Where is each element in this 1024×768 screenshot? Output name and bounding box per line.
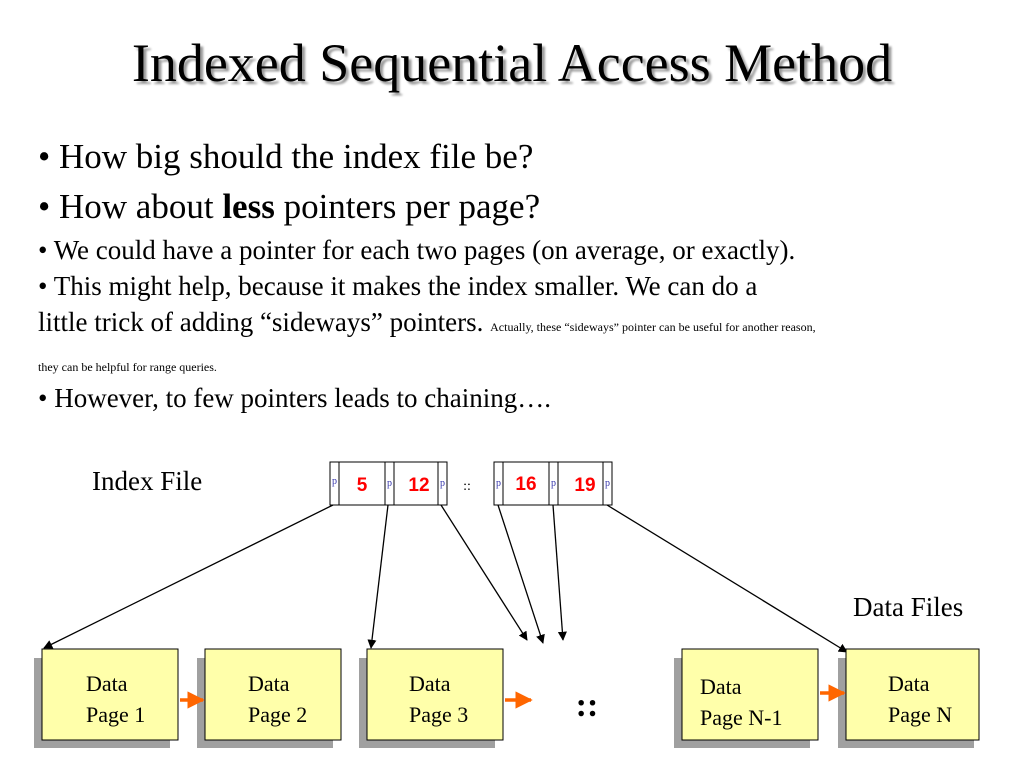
bullet-smaller-index-line2: little trick of adding “sideways” pointe… xyxy=(38,304,1008,340)
data-page-n-minus-1-box xyxy=(681,648,819,741)
key-cell-3 xyxy=(502,461,550,506)
pointer-arrow-gap-3 xyxy=(552,504,567,641)
data-page-2-box xyxy=(204,648,342,741)
bullet-smaller-index-line1: • This might help, because it makes the … xyxy=(38,271,758,301)
data-page-3-box xyxy=(366,648,504,741)
bullet-less-pointers-pre: • How about xyxy=(38,187,223,226)
data-page-n-minus-1-line1: Data xyxy=(700,674,742,699)
pointer-label-6: p xyxy=(605,478,610,489)
index-file-label: Index File xyxy=(92,466,203,496)
bullet-list: • How big should the index file be? • Ho… xyxy=(38,132,1008,340)
pointer-label-5: p xyxy=(551,478,556,489)
index-key-4: 19 xyxy=(574,475,595,496)
index-key-2: 12 xyxy=(408,475,429,496)
index-record-left: p 5 p 12 p xyxy=(329,461,448,506)
bullet-index-size: • How big should the index file be? xyxy=(38,137,534,176)
data-page-2: Data Page 2 xyxy=(197,648,342,748)
index-key-1: 5 xyxy=(357,475,368,496)
data-page-2-line1: Data xyxy=(248,671,290,696)
data-page-3-line2: Page 3 xyxy=(409,702,468,727)
bullet-less-pointers-bold: less xyxy=(222,187,275,226)
data-page-3-line1: Data xyxy=(409,671,451,696)
data-page-1-line2: Page 1 xyxy=(86,702,145,727)
data-files-label: Data Files xyxy=(853,592,964,622)
pointer-label-1: p xyxy=(332,476,337,487)
bullet-pointer-each-two-pages: • We could have a pointer for each two p… xyxy=(38,235,796,265)
data-page-n-minus-1: Data Page N-1 xyxy=(674,648,819,748)
bullet-sideways-note-line2: they can be helpful for range queries. xyxy=(38,360,217,374)
data-page-n: Data Page N xyxy=(838,648,980,748)
data-page-1-line1: Data xyxy=(86,671,128,696)
pointer-label-4: p xyxy=(496,478,501,489)
data-page-n-line1: Data xyxy=(888,671,930,696)
pointer-arrow-page-n xyxy=(606,504,848,653)
bullet-less-pointers-post: pointers per page? xyxy=(274,187,541,226)
pointer-label-3: p xyxy=(440,478,445,489)
index-key-3: 16 xyxy=(515,474,536,495)
pointer-arrow-page-1 xyxy=(43,504,334,649)
bullet-sideways-text: little trick of adding “sideways” pointe… xyxy=(38,307,484,337)
slide-title: Indexed Sequential Access Method xyxy=(131,33,893,93)
data-page-1-box xyxy=(41,648,179,741)
data-page-3: Data Page 3 xyxy=(359,648,504,748)
data-page-n-box xyxy=(845,648,980,741)
data-page-n-minus-1-line2: Page N-1 xyxy=(700,705,782,730)
data-page-1: Data Page 1 xyxy=(34,648,179,748)
key-cell-1 xyxy=(338,461,386,506)
index-record-right: p 16 p 19 p xyxy=(493,461,613,506)
bullet-chaining: • However, to few pointers leads to chai… xyxy=(38,383,551,413)
data-page-2-line2: Page 2 xyxy=(248,702,307,727)
pointer-arrow-gap-2 xyxy=(497,504,545,644)
data-page-n-line2: Page N xyxy=(888,702,952,727)
pointer-arrow-gap-1 xyxy=(440,504,528,641)
index-gap-marker: :: xyxy=(463,479,471,494)
key-cell-4 xyxy=(557,461,604,506)
pointer-label-2: p xyxy=(387,478,392,489)
pointer-arrow-page-3 xyxy=(367,504,389,649)
pointer-cell-3 xyxy=(437,461,448,506)
pages-gap-marker: :: xyxy=(576,687,599,724)
bullet-sideways-note-line1: Actually, these “sideways” pointer can b… xyxy=(490,320,816,334)
bullet-less-pointers: • How about less pointers per page? xyxy=(38,182,1008,232)
